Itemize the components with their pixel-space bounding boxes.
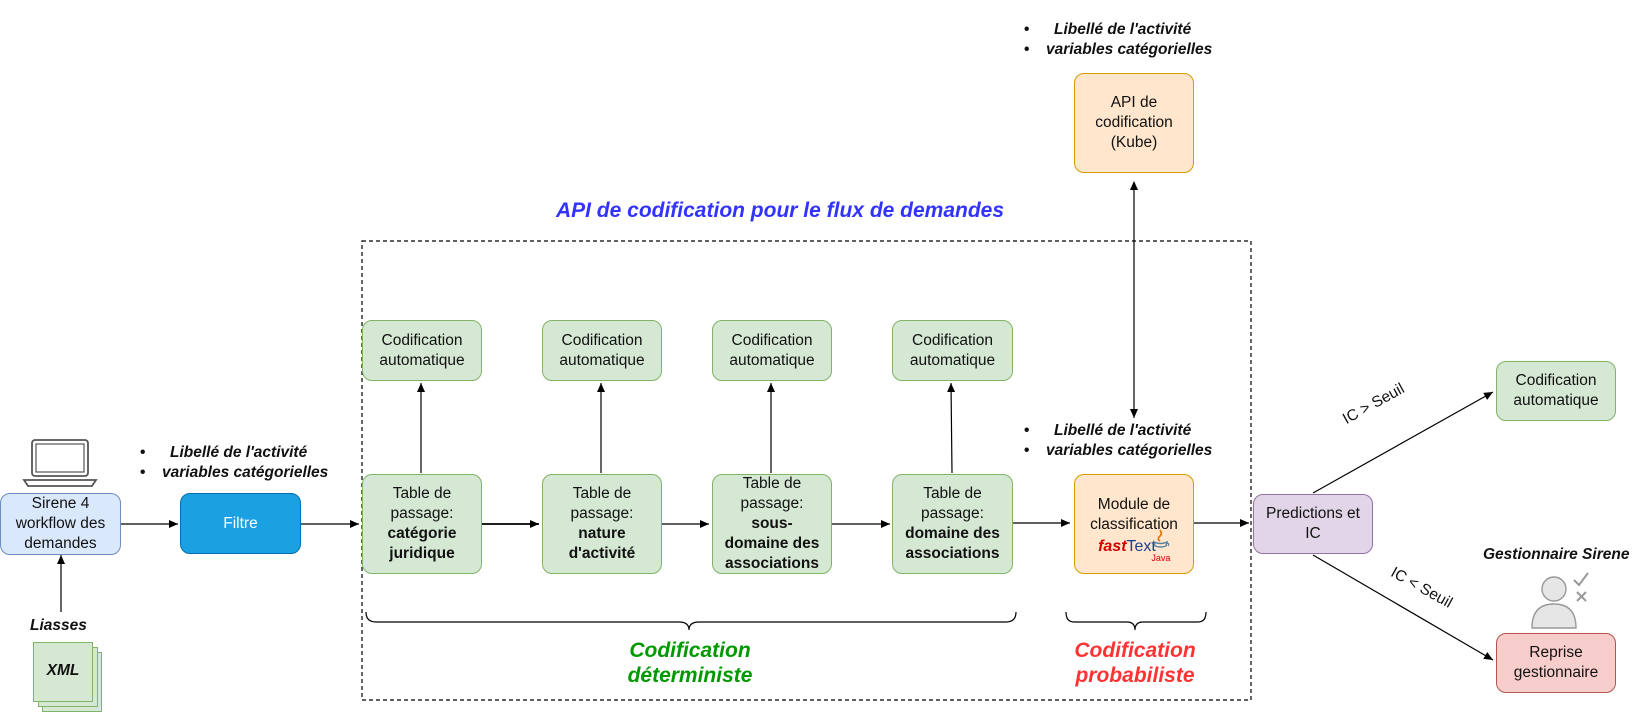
module-bullets: •Libellé de l'activité •variables catégo… [1024,422,1213,459]
api-kube-line3: (Kube) [1110,134,1158,151]
table-nature-activite[interactable]: Table de passage: nature d'activité [542,474,662,574]
codif-auto-line2: automatique [729,351,815,369]
reprise-line1: Reprise [1529,644,1583,661]
table-line2: passage: [390,505,454,522]
input-bullets: •Libellé de l'activité •variables catégo… [140,444,329,481]
filtre-label: Filtre [223,514,258,532]
codif-auto-box-2[interactable]: Codification automatique [542,320,662,381]
table-line1: Table de [392,485,452,502]
codif-auto-line2: automatique [909,351,996,369]
user-check-icon [1531,572,1589,629]
bullet-libelle: Libellé de l'activité [1054,422,1192,439]
api-container [361,240,1252,701]
top-bullets: •Libellé de l'activité •variables catégo… [1024,21,1213,58]
bullet-variables: variables catégorielles [162,464,329,481]
filtre-box[interactable]: Filtre [180,493,301,554]
java-logo: Java [1150,529,1172,563]
bullet-libelle: Libellé de l'activité [1054,21,1192,38]
predictions-line1: Predictions et [1266,505,1360,522]
xml-doc-stack: XML [33,642,103,712]
predictions-ic-box[interactable]: Predictions et IC [1253,494,1373,554]
sirene-line3: demandes [24,535,97,552]
codif-auto-line1: Codification [561,331,643,349]
table-line1: Table de [742,475,802,492]
table-bold1: domaine des [905,525,1000,542]
api-kube-line1: API de [1110,94,1158,111]
codif-auto-line2: automatique [1513,392,1599,409]
sirene-workflow-box[interactable]: Sirene 4 workflow des demandes [0,493,121,555]
laptop-icon [22,439,98,487]
codif-auto-line2: automatique [559,351,645,369]
module-line2: classification [1090,516,1178,533]
bullet-variables: variables catégorielles [1046,442,1213,459]
xml-label: XML [46,662,80,679]
codif-auto-line1: Codification [731,331,813,349]
table-categorie-juridique[interactable]: Table de passage: catégorie juridique [362,474,482,574]
table-line2: passage: [740,495,804,512]
sirene-line2: workflow des [15,515,106,532]
codif-auto-line2: automatique [379,351,465,369]
table-sous-domaine-associations[interactable]: Table de passage: sous- domaine des asso… [712,474,832,574]
brace-probabiliste [1065,611,1207,631]
table-bold2: d'activité [568,545,636,562]
table-line1: Table de [923,485,982,502]
codif-auto-line1: Codification [1515,372,1597,389]
codif-auto-box-final[interactable]: Codification automatique [1496,361,1616,421]
brace-deterministe [365,611,1017,631]
table-line1: Table de [572,485,632,502]
table-bold3: associations [725,555,819,572]
reprise-gestionnaire-box[interactable]: Reprise gestionnaire [1496,633,1616,693]
codif-auto-line1: Codification [381,331,463,349]
table-domaine-associations[interactable]: Table de passage: domaine des associatio… [892,474,1013,574]
table-bold1: catégorie [387,525,457,542]
api-kube-line2: codification [1095,114,1173,131]
codif-auto-box-1[interactable]: Codification automatique [362,320,482,381]
probabiliste-line1: Codification [1074,639,1196,662]
probabiliste-label: Codification probabiliste [1030,638,1240,688]
sirene-line1: Sirene 4 [31,495,90,512]
table-bold2: juridique [389,545,455,562]
deterministe-label: Codification déterministe [580,638,800,688]
codif-auto-line1: Codification [912,331,993,349]
bullet-variables: variables catégorielles [1046,41,1213,58]
api-kube-box[interactable]: API de codification (Kube) [1074,73,1194,173]
table-bold2: domaine des [724,535,820,552]
gestionnaire-label: Gestionnaire Sirene [1483,546,1630,563]
table-bold1: nature [578,525,626,542]
module-line1: Module de [1097,496,1171,513]
module-classification-box[interactable]: Module de classification fastText Java [1074,474,1194,574]
fasttext-fast: fast [1098,538,1127,555]
reprise-line2: gestionnaire [1513,664,1599,681]
table-bold2: associations [905,545,1000,562]
probabiliste-line2: probabiliste [1075,664,1195,687]
predictions-line2: IC [1305,525,1321,542]
deterministe-line1: Codification [629,639,751,662]
table-line2: passage: [570,505,634,522]
table-bold1: sous- [751,515,793,532]
java-cup-icon [1152,529,1170,548]
table-line2: passage: [921,505,984,522]
fasttext-text: Text [1126,538,1156,555]
codif-auto-box-4[interactable]: Codification automatique [892,320,1013,381]
api-title: API de codification pour le flux de dema… [555,199,1005,222]
bullet-libelle: Libellé de l'activité [170,444,308,461]
liasses-label: Liasses [30,617,87,634]
deterministe-line2: déterministe [627,664,753,687]
codif-auto-box-3[interactable]: Codification automatique [712,320,832,381]
fasttext-logo: fastText [1098,537,1156,557]
java-label: Java [1151,553,1171,563]
